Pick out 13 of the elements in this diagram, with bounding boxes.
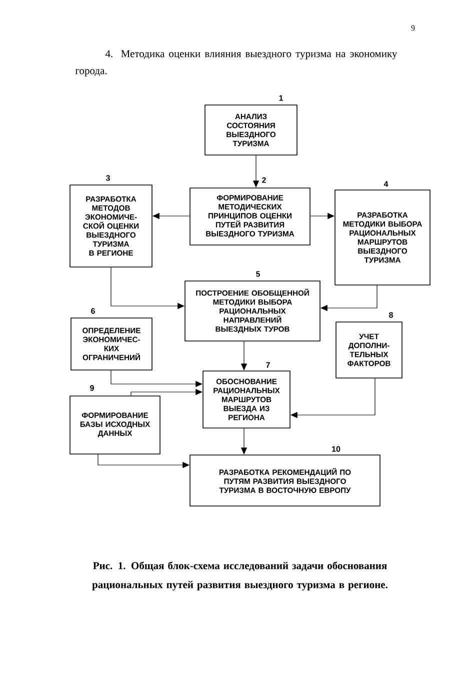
box-number: 5 bbox=[256, 271, 260, 277]
box-number: 3 bbox=[106, 175, 110, 181]
box-number: 4 bbox=[384, 181, 388, 187]
box-number: 1 bbox=[279, 95, 283, 101]
box-number: 6 bbox=[91, 308, 95, 314]
box-number: 2 bbox=[262, 177, 266, 183]
caption: Рис. 1. Общая блок-схема исследований задачи обоснования рациональных путей развития выездного туризма в регионе. bbox=[92, 562, 388, 590]
box-number: 9 bbox=[90, 385, 94, 391]
box-number: 7 bbox=[266, 362, 270, 368]
box-number: 10 bbox=[332, 446, 340, 452]
page-number: 9 bbox=[411, 25, 415, 31]
box-number: 8 bbox=[389, 312, 393, 318]
paragraph: 4. Методика оценки влияния выездного туризма на экономику города. bbox=[75, 50, 398, 76]
